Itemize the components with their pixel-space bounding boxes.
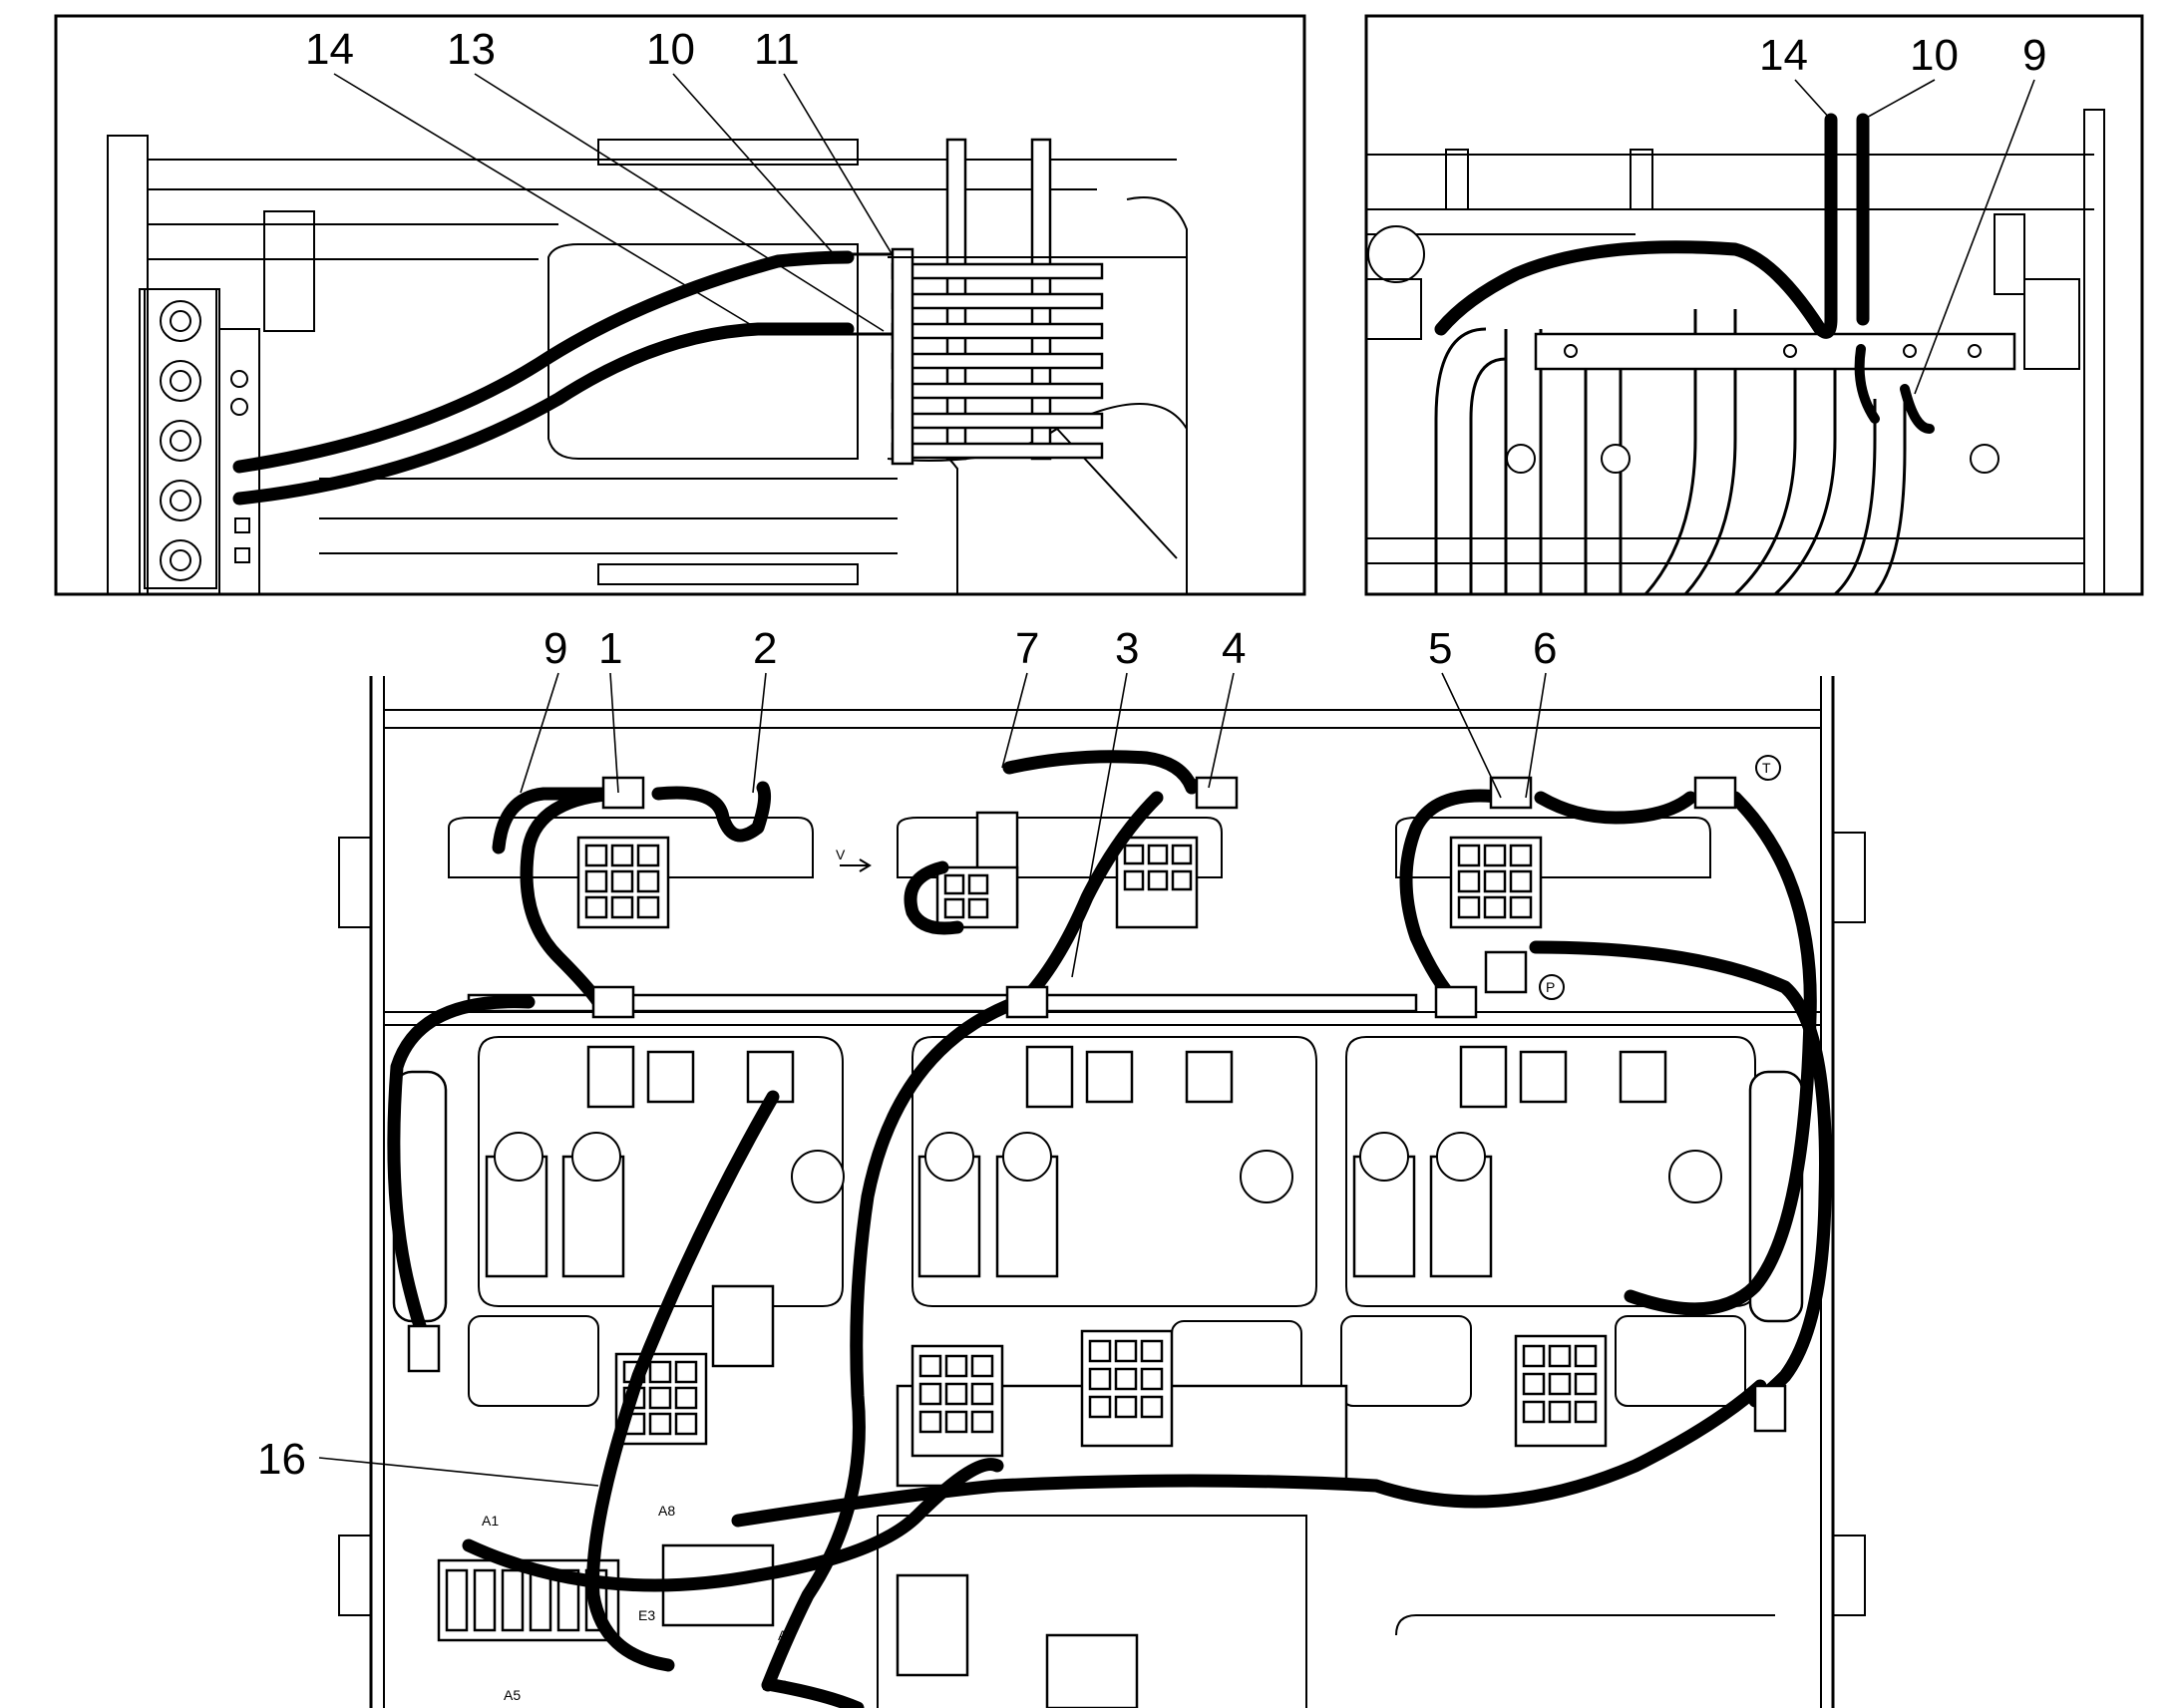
hose-lower-main <box>731 1379 1767 1528</box>
flange-stack <box>144 288 250 589</box>
filter-bay-right <box>1345 1036 1756 1307</box>
callout-5: 5 <box>1428 624 1452 673</box>
top-left-callouts: 14 13 10 11 <box>305 25 894 332</box>
hose-left-loop <box>387 995 536 1343</box>
valve-manifold <box>888 138 1187 466</box>
fitting-10-11 <box>848 252 893 336</box>
hose-2 <box>651 781 772 843</box>
callout-11: 11 <box>754 25 800 74</box>
hose-P-pressure <box>1529 940 1832 1408</box>
tag-a12: A12 <box>763 1677 788 1693</box>
hose-14 <box>232 250 855 474</box>
port-labels: T P V <box>836 755 1781 1000</box>
hose-9 <box>492 787 625 854</box>
callout-13: 13 <box>447 25 496 74</box>
main-view: T P V A1 A8 E3 A9 A12 A5 9 1 2 7 3 4 5 6… <box>257 624 1866 1708</box>
main-hoses <box>387 750 1832 1708</box>
port-t-marker <box>1755 755 1781 781</box>
callout-7: 7 <box>1015 624 1039 673</box>
tag-a5: A5 <box>504 1687 521 1703</box>
callout-9: 9 <box>544 624 567 673</box>
port-p-marker <box>1539 974 1565 1000</box>
filter-bay-middle <box>911 1036 1317 1307</box>
frame-structure <box>1365 109 2105 595</box>
machine-housing <box>107 135 1188 595</box>
flow-arrow-icon <box>840 858 872 872</box>
tag-a1: A1 <box>482 1513 499 1529</box>
valve-block-4 <box>1115 836 1199 929</box>
port-p-label: P <box>1546 979 1555 995</box>
component-tags: A1 A8 E3 A9 A12 A5 <box>482 1503 795 1703</box>
hose-loop-center <box>761 995 1024 1692</box>
hose-14-right <box>1434 113 1838 339</box>
callout-10: 10 <box>1910 31 1959 80</box>
callout-2: 2 <box>753 624 777 673</box>
valve-block-lower-right <box>1514 1334 1608 1448</box>
hose-lower-cross <box>462 1458 1004 1592</box>
hose-7b <box>904 860 964 935</box>
valve-block-6 <box>1449 836 1543 929</box>
callout-4: 4 <box>1222 624 1246 673</box>
valve-block-lower-middle <box>910 1329 1174 1458</box>
callout-10: 10 <box>646 25 695 74</box>
main-callouts: 9 1 2 7 3 4 5 6 16 <box>257 624 1557 1487</box>
hose-7 <box>1002 750 1199 795</box>
callout-6: 6 <box>1533 624 1557 673</box>
hose-5 <box>1399 789 1513 1009</box>
panel-frame <box>54 14 1306 596</box>
callout-14: 14 <box>1759 31 1808 80</box>
hose-T-return <box>1624 791 1817 1316</box>
upper-valve-plates <box>448 817 1711 878</box>
valve-block-7 <box>935 811 1019 929</box>
top-right-detail-panel: 14 10 9 <box>1364 14 2144 596</box>
callout-16: 16 <box>257 1435 306 1484</box>
callout-9: 9 <box>2022 31 2046 80</box>
hose-16 <box>586 1090 780 1672</box>
tag-e3: E3 <box>638 1607 655 1623</box>
accumulator-right <box>1748 1070 1804 1323</box>
tag-a9: A9 <box>778 1627 795 1643</box>
filter-bay-left <box>478 1036 845 1307</box>
top-right-callouts: 14 10 9 <box>1759 31 2046 395</box>
hose-6 <box>1534 791 1697 825</box>
port-t-label: T <box>1762 760 1771 776</box>
hose-A12 <box>766 1678 865 1708</box>
port-v-label: V <box>836 847 846 862</box>
hose-13 <box>232 322 855 506</box>
terminal-strip <box>437 1543 1139 1708</box>
rail-fittings <box>407 776 1787 1433</box>
pipe-bundle <box>1434 309 2016 596</box>
callout-3: 3 <box>1115 624 1139 673</box>
callout-1: 1 <box>598 624 622 673</box>
tag-a8: A8 <box>658 1503 675 1519</box>
hose-1 <box>520 787 625 1009</box>
valve-block-1 <box>576 836 670 929</box>
callout-14: 14 <box>305 25 354 74</box>
hose-9-right <box>1854 344 1935 434</box>
top-left-detail-panel: 14 13 10 11 <box>54 14 1306 596</box>
